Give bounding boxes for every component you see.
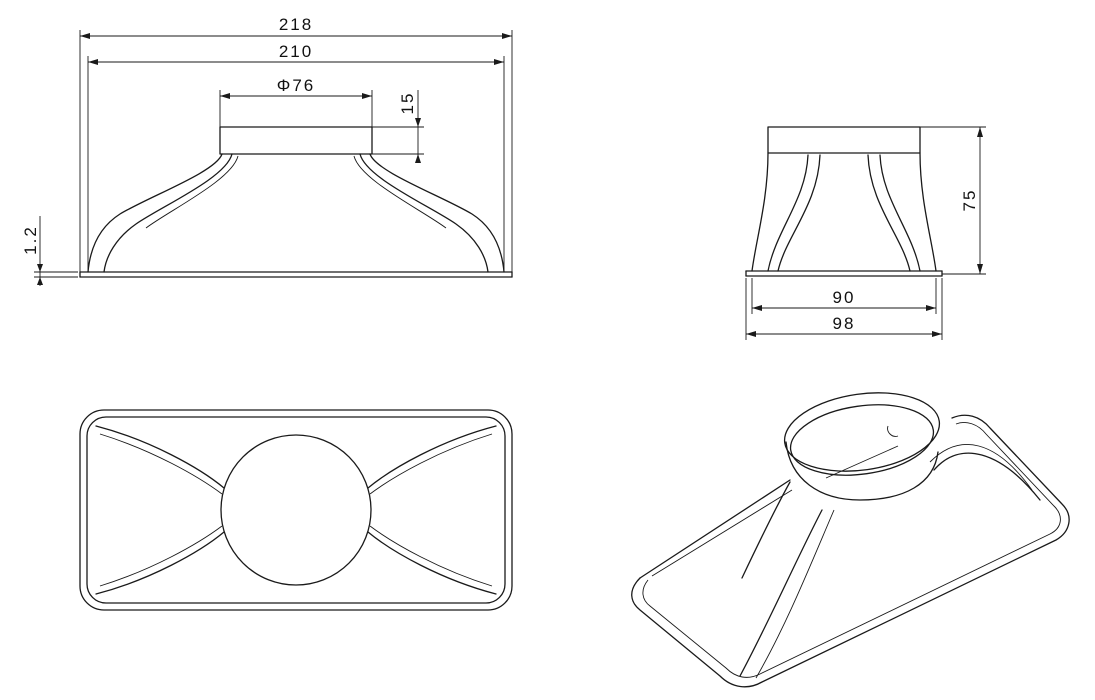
dim-inner-depth: 90 bbox=[751, 278, 937, 314]
dim-overall-width: 218 bbox=[79, 15, 513, 272]
dim-collar-diameter-label: Φ76 bbox=[277, 76, 315, 95]
dim-height: 75 bbox=[920, 126, 986, 275]
dim-inner-width-label: 210 bbox=[279, 42, 313, 61]
collar-front bbox=[219, 126, 373, 155]
dim-outer-depth-label: 98 bbox=[833, 314, 856, 333]
dim-inner-width: 210 bbox=[87, 42, 505, 272]
top-view bbox=[79, 409, 513, 611]
front-view: 218 210 Φ76 15 bbox=[21, 15, 513, 286]
dim-collar-height: 15 bbox=[372, 90, 424, 163]
isometric-view bbox=[631, 392, 1070, 688]
dim-height-label: 75 bbox=[960, 189, 979, 212]
dim-collar-height-label: 15 bbox=[398, 92, 417, 115]
side-view: 75 90 98 bbox=[745, 126, 986, 340]
dim-overall-width-label: 218 bbox=[279, 15, 313, 34]
dim-collar-diameter: Φ76 bbox=[219, 76, 373, 127]
dim-inner-depth-label: 90 bbox=[833, 288, 856, 307]
dim-wall-thickness-label: 1.2 bbox=[21, 225, 40, 255]
collar-opening-top bbox=[220, 434, 372, 586]
dim-outer-depth: 98 bbox=[745, 278, 943, 340]
dim-wall-thickness: 1.2 bbox=[21, 216, 78, 286]
collar-side bbox=[767, 126, 921, 154]
